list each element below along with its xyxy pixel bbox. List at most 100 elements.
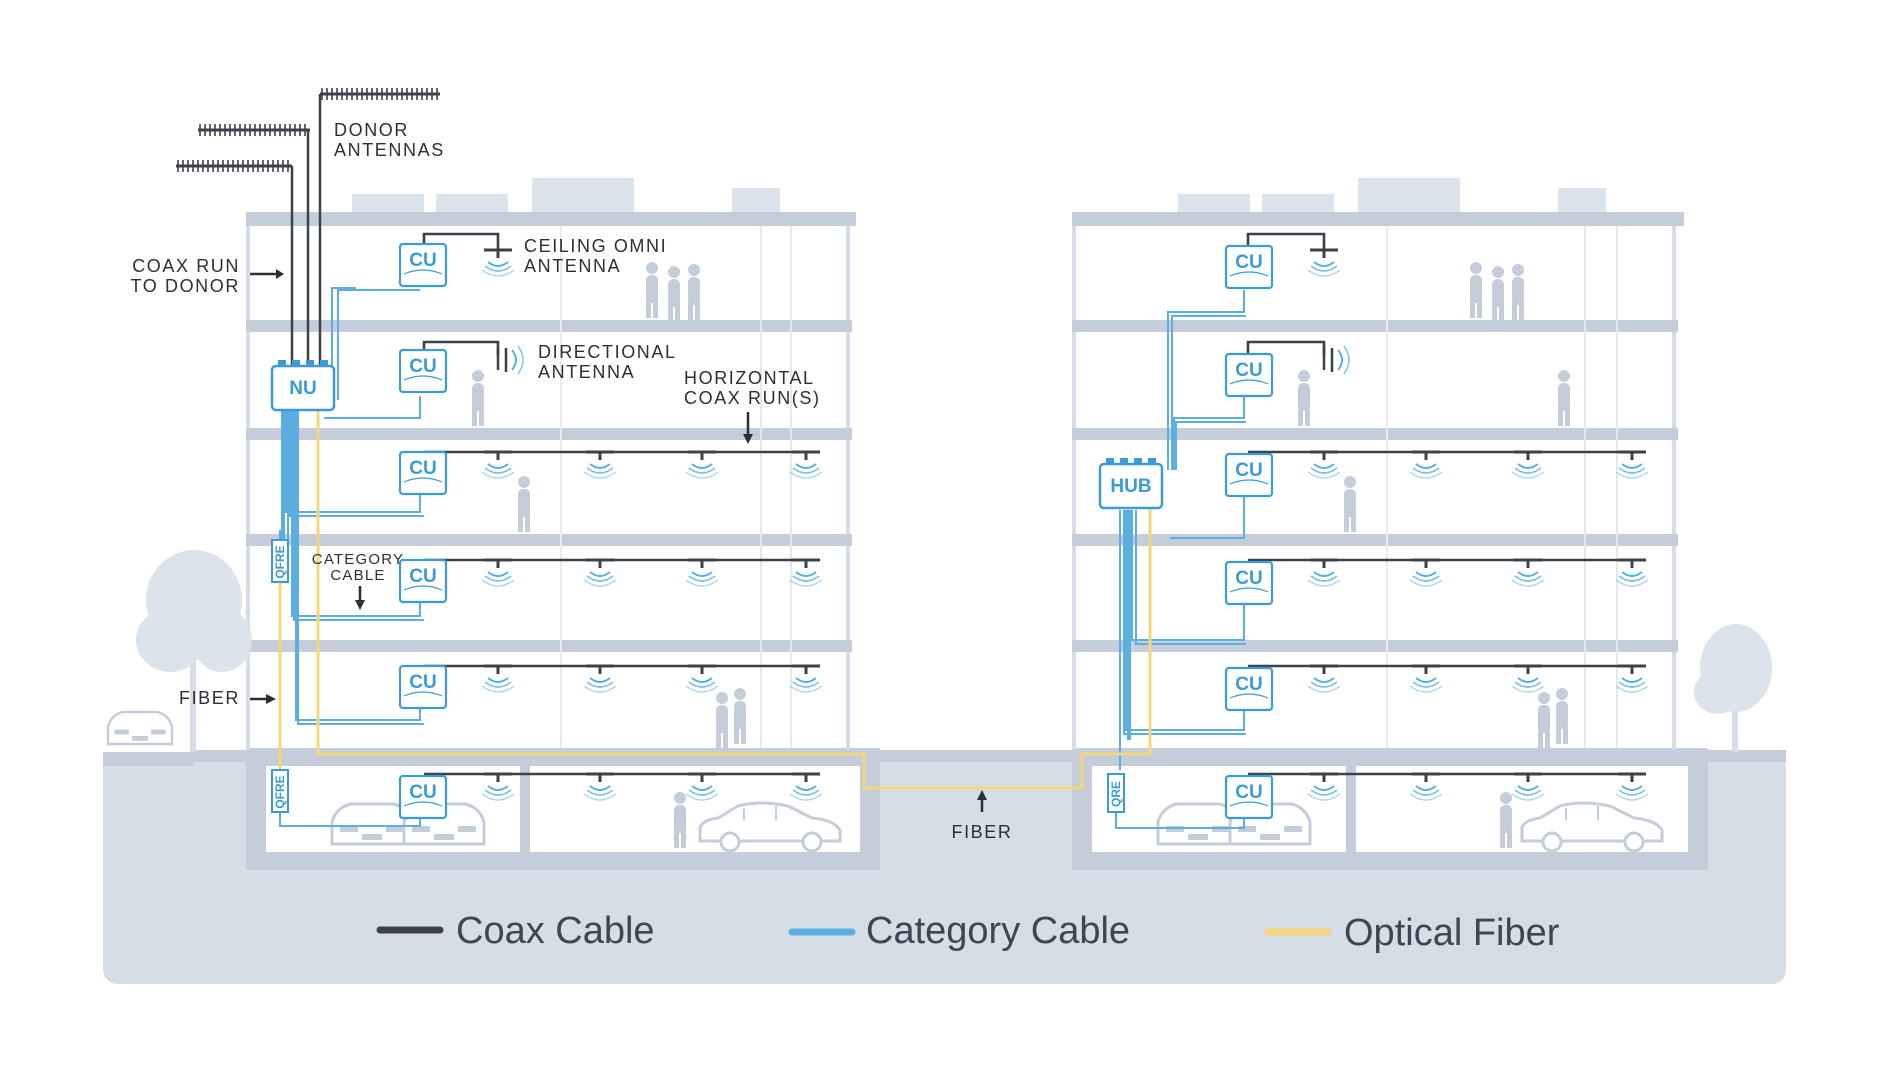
- ceiling-omni-antenna-icon: [1306, 558, 1342, 588]
- cu-box: [398, 774, 448, 820]
- ceiling-omni-antenna-icon: [480, 450, 516, 480]
- svg-text:DONOR: DONOR: [334, 120, 409, 140]
- cu-label: CU: [1235, 568, 1262, 589]
- svg-text:Category Cable: Category Cable: [866, 910, 1130, 952]
- cu-unit: CU: [398, 348, 448, 394]
- cu-unit: CU: [1224, 774, 1274, 820]
- hub-label: HUB: [1110, 476, 1151, 497]
- cu-wave: [403, 801, 443, 807]
- cu-wave: [1229, 271, 1269, 277]
- cu-box: [398, 348, 448, 394]
- cu-label: CU: [1235, 674, 1262, 695]
- cu-box: [398, 558, 448, 604]
- svg-text:TO DONOR: TO DONOR: [131, 276, 240, 296]
- qfre-unit-2: QFRE: [271, 769, 289, 813]
- ceiling-omni-antenna-icon: [1510, 450, 1546, 480]
- svg-text:COAX RUN: COAX RUN: [132, 256, 240, 276]
- label-donor-antennas: DONOR ANTENNAS: [334, 120, 445, 160]
- cu-unit: CU: [398, 558, 448, 604]
- cu-box: [1224, 244, 1274, 290]
- building-left: [246, 178, 856, 750]
- ceiling-omni-antenna-icon: [684, 558, 720, 588]
- ceiling-omni-antenna-icon: [788, 450, 824, 480]
- cu-unit: CU: [1224, 244, 1274, 290]
- ceiling-antennas: [480, 248, 1650, 802]
- label-ceiling-omni-antenna: CEILING OMNI ANTENNA: [524, 236, 667, 276]
- ceiling-omni-antenna-icon: [582, 558, 618, 588]
- label-fiber-bottom: FIBER: [951, 790, 1011, 842]
- svg-text:CABLE: CABLE: [330, 567, 385, 584]
- ceiling-omni-antenna-icon: [788, 558, 824, 588]
- cu-wave: [403, 269, 443, 275]
- category-cables-right: [1115, 290, 1246, 829]
- building-right: [1072, 178, 1684, 750]
- cu-box: [1224, 774, 1274, 820]
- ceiling-omni-antenna-icon: [684, 450, 720, 480]
- svg-text:FIBER: FIBER: [179, 688, 240, 708]
- cu-unit: CU: [1224, 452, 1274, 498]
- cu-unit: CU: [398, 774, 448, 820]
- svg-text:COAX RUN(S): COAX RUN(S): [684, 388, 821, 408]
- nu-unit: NU: [270, 360, 336, 412]
- label-fiber-left: FIBER: [179, 688, 276, 708]
- ceiling-omni-antenna-icon: [480, 248, 516, 278]
- ceiling-omni-antenna-icon: [582, 450, 618, 480]
- legend: Coax Cable Category Cable Optical Fiber: [376, 910, 1560, 954]
- cu-label: CU: [1235, 252, 1262, 273]
- svg-text:ANTENNA: ANTENNA: [538, 362, 635, 382]
- ceiling-omni-antenna-icon: [1614, 664, 1650, 694]
- ceiling-omni-antenna-icon: [684, 664, 720, 694]
- cu-unit: CU: [398, 450, 448, 496]
- cu-box: [398, 450, 448, 496]
- svg-text:CEILING OMNI: CEILING OMNI: [524, 236, 667, 256]
- cu-unit: CU: [1224, 560, 1274, 606]
- cu-wave: [403, 691, 443, 697]
- ceiling-omni-antenna-icon: [1614, 558, 1650, 588]
- legend-item-coax: Coax Cable: [376, 910, 655, 952]
- label-coax-run-to-donor: COAX RUN TO DONOR: [131, 256, 284, 296]
- svg-text:Optical Fiber: Optical Fiber: [1344, 912, 1560, 954]
- svg-text:Coax Cable: Coax Cable: [456, 910, 655, 952]
- cu-wave: [1229, 693, 1269, 699]
- cu-wave: [403, 477, 443, 483]
- cu-wave: [403, 375, 443, 381]
- right-tree: [1694, 624, 1772, 752]
- cu-box: [1224, 666, 1274, 712]
- cu-wave: [1229, 801, 1269, 807]
- cu-unit: CU: [1224, 352, 1274, 398]
- cu-box: [398, 242, 448, 288]
- cu-label: CU: [1235, 782, 1262, 803]
- ceiling-omni-antenna-icon: [1408, 558, 1444, 588]
- cu-wave: [1229, 587, 1269, 593]
- ceiling-omni-antenna-icon: [788, 664, 824, 694]
- cu-label: CU: [1235, 360, 1262, 381]
- ceiling-omni-antenna-icon: [582, 664, 618, 694]
- cu-wave: [1229, 479, 1269, 485]
- cu-box: [1224, 352, 1274, 398]
- left-tree: [136, 550, 252, 752]
- cu-wave: [1229, 379, 1269, 385]
- ceiling-omni-antenna-icon: [1510, 664, 1546, 694]
- ceiling-omni-antenna-icon: [1614, 450, 1650, 480]
- ceiling-omni-antenna-icon: [1306, 664, 1342, 694]
- ceiling-omni-antenna-icon: [480, 558, 516, 588]
- svg-text:ANTENNAS: ANTENNAS: [334, 140, 445, 160]
- svg-text:CATEGORY: CATEGORY: [312, 551, 404, 568]
- qre-unit: QRE: [1107, 773, 1125, 813]
- qfre-unit-1: QFRE: [271, 539, 289, 583]
- cu-box: [1224, 452, 1274, 498]
- label-category-cable: CATEGORY CABLE: [312, 551, 404, 610]
- cu-box: [1224, 560, 1274, 606]
- cu-label: CU: [409, 566, 436, 587]
- qfre-label-2: QFRE: [273, 775, 287, 808]
- directional-antenna-left: [496, 345, 524, 375]
- ceiling-omni-antenna-icon: [1306, 450, 1342, 480]
- coax-runs: [422, 232, 1640, 776]
- cu-unit: CU: [398, 242, 448, 288]
- cu-label: CU: [409, 250, 436, 271]
- directional-antenna-right: [1322, 345, 1350, 375]
- street-car: [106, 710, 174, 746]
- legend-item-fiber: Optical Fiber: [1264, 912, 1560, 954]
- cu-unit: CU: [1224, 666, 1274, 712]
